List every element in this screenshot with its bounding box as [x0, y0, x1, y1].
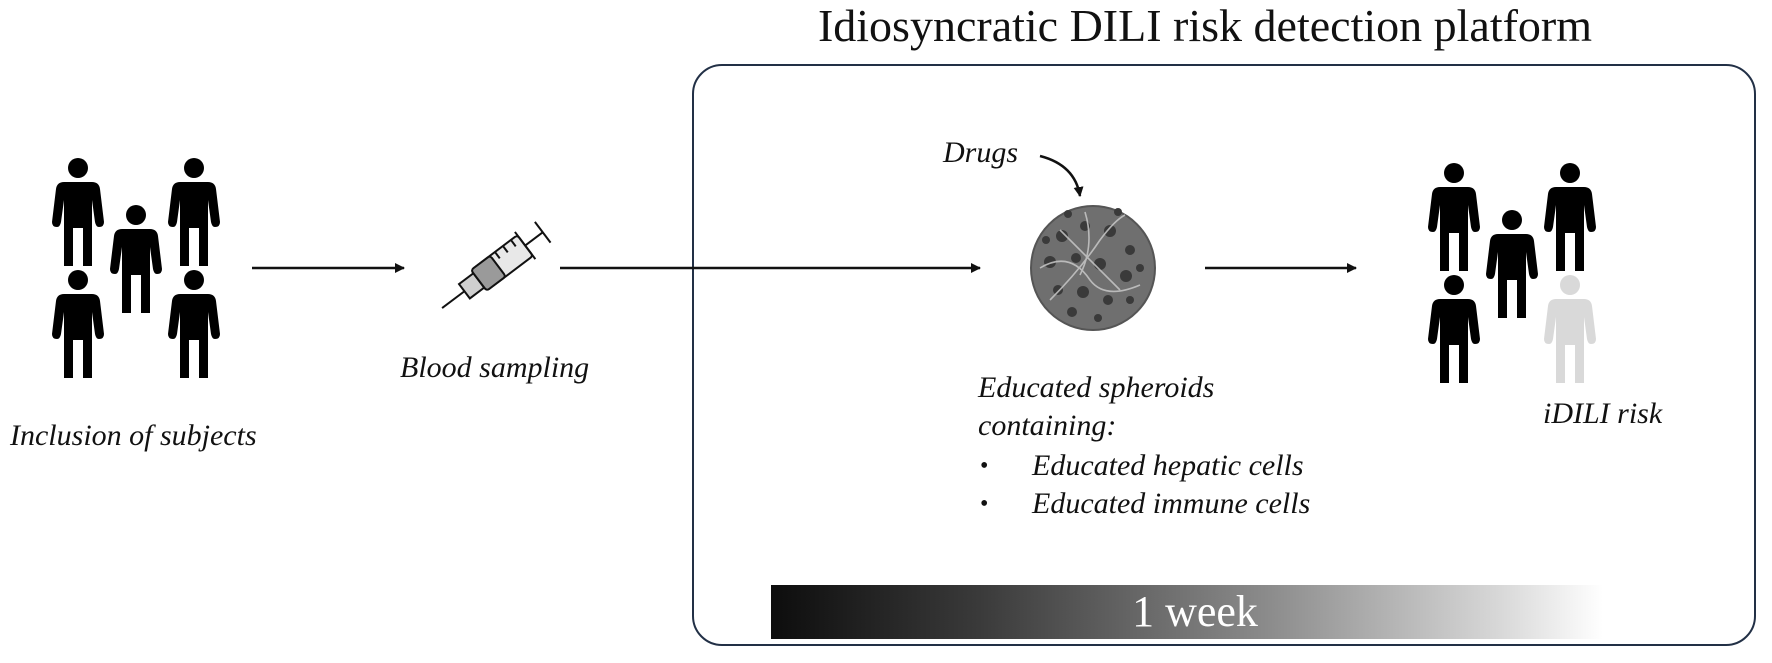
person-icon — [110, 205, 162, 313]
person-icon — [168, 158, 220, 266]
drugs-arrow — [1039, 154, 1084, 197]
spheroid-icon — [1030, 205, 1156, 331]
inclusion-label: Inclusion of subjects — [10, 419, 257, 452]
timeline-label: 1 week — [1132, 587, 1258, 636]
platform-box — [692, 64, 1756, 646]
spheroid-contents-list: •Educated hepatic cells •Educated immune… — [978, 448, 1310, 524]
syringe-icon — [441, 221, 552, 309]
person-icon — [52, 270, 104, 378]
subjects-group-icon — [52, 158, 220, 378]
idili-risk-label: iDILI risk — [1543, 397, 1663, 430]
drugs-label: Drugs — [943, 136, 1019, 169]
person-icon — [1428, 163, 1480, 271]
person-icon — [168, 270, 220, 378]
risk-group-icon — [1428, 163, 1596, 383]
person-icon — [1486, 210, 1538, 318]
person-icon-faded — [1544, 275, 1596, 383]
person-icon — [1428, 275, 1480, 383]
timeline-bar — [771, 585, 1603, 639]
spheroids-containing-label: containing: — [978, 409, 1117, 442]
bullet-text: Educated immune cells — [1032, 487, 1311, 520]
person-icon — [1544, 163, 1596, 271]
list-item: •Educated hepatic cells — [980, 449, 1304, 482]
spheroids-label: Educated spheroids — [978, 371, 1215, 404]
list-item: •Educated immune cells — [980, 487, 1311, 520]
person-icon — [52, 158, 104, 266]
blood-sampling-label: Blood sampling — [400, 351, 590, 384]
bullet-text: Educated hepatic cells — [1032, 449, 1304, 482]
platform-title: Idiosyncratic DILI risk detection platfo… — [817, 0, 1593, 51]
